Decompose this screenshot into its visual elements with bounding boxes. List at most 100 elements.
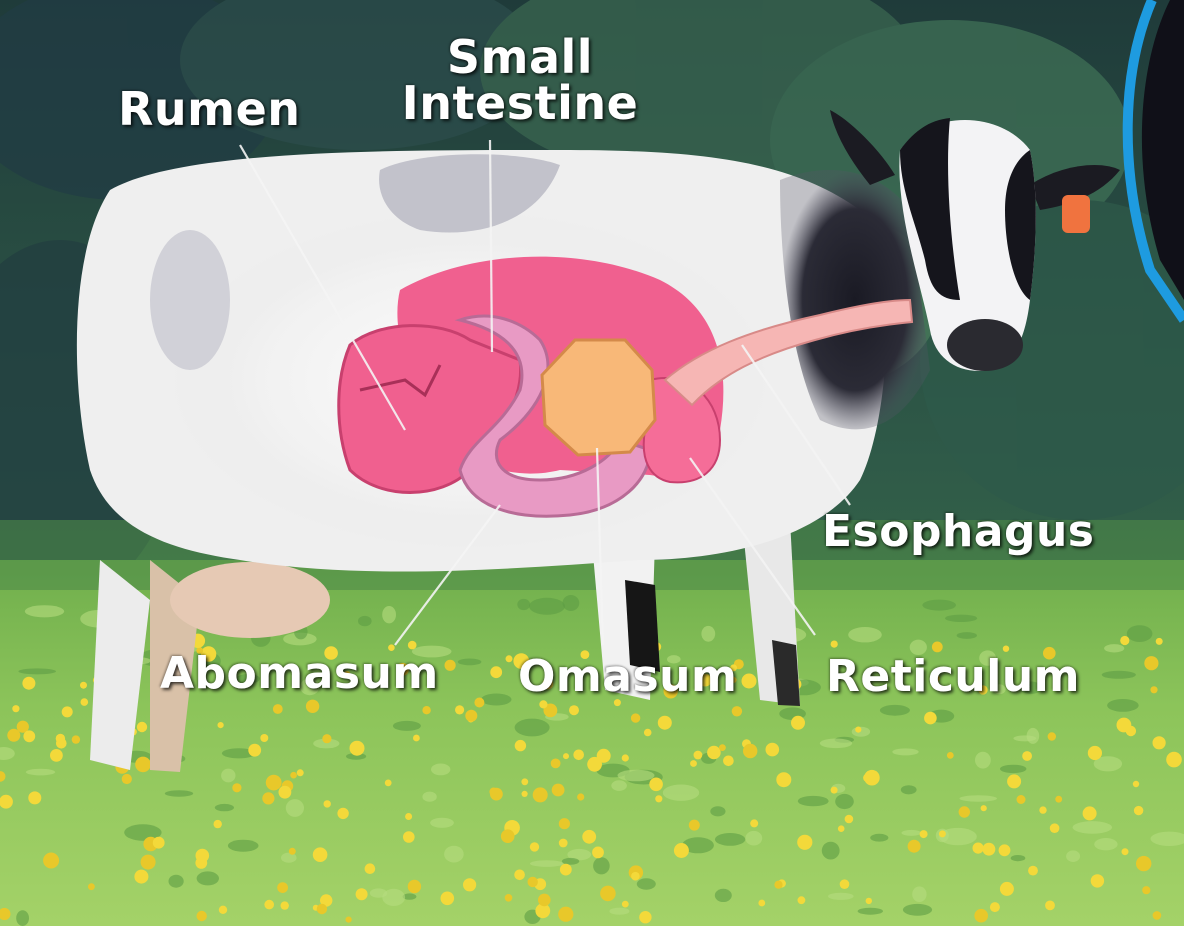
dandelion <box>266 775 282 791</box>
dandelion <box>1088 746 1102 760</box>
dandelion <box>592 847 604 859</box>
grass-tuft <box>515 719 550 737</box>
grass-tuft <box>430 818 454 828</box>
grass-tuft <box>165 790 193 796</box>
dandelion <box>346 917 352 923</box>
dandelion <box>1091 874 1104 887</box>
grass-tuft <box>563 595 580 611</box>
dandelion <box>88 883 95 890</box>
grass-tuft <box>1011 855 1026 861</box>
grass-tuft <box>358 616 372 626</box>
dandelion <box>582 830 596 844</box>
dandelion <box>920 830 928 838</box>
abomasum-label: Abomasum <box>160 652 439 696</box>
dandelion <box>959 806 970 817</box>
grass-tuft <box>663 785 699 801</box>
dandelion <box>1050 823 1060 833</box>
dandelion <box>277 882 288 893</box>
dandelion <box>463 878 476 891</box>
grass-tuft <box>959 795 997 801</box>
dandelion <box>674 843 689 858</box>
small-intestine-label-line2: Intestine <box>384 80 656 126</box>
grass-tuft <box>562 858 579 865</box>
dandelion <box>337 808 348 819</box>
dandelion <box>1156 638 1163 645</box>
dandelion <box>831 787 838 794</box>
dandelion <box>750 819 758 827</box>
grass-tuft <box>922 600 956 611</box>
dandelion <box>134 870 148 884</box>
cow-udder <box>170 562 330 638</box>
dandelion <box>707 746 721 760</box>
dandelion <box>947 752 954 759</box>
dandelion <box>50 749 63 762</box>
grass-tuft <box>975 752 991 769</box>
dandelion <box>689 820 700 831</box>
dandelion <box>1120 636 1129 645</box>
dandelion <box>1166 752 1182 768</box>
dandelion <box>445 660 456 671</box>
dandelion <box>939 830 946 837</box>
dandelion <box>622 901 629 908</box>
grass-tuft <box>798 796 829 806</box>
grass-tuft <box>1107 699 1139 712</box>
dandelion <box>7 729 20 742</box>
grass-tuft <box>221 769 235 783</box>
grass-tuft <box>611 780 627 791</box>
dandelion <box>981 805 987 811</box>
dandelion <box>999 844 1011 856</box>
dandelion <box>197 911 207 921</box>
grass-tuft <box>228 840 259 852</box>
dandelion <box>983 843 996 856</box>
dandelion <box>1028 866 1038 876</box>
rumen-label: Rumen <box>118 86 301 132</box>
dandelion <box>1122 848 1129 855</box>
grass-tuft <box>481 694 511 706</box>
omasum-label: Omasum <box>518 655 737 699</box>
dandelion <box>798 896 806 904</box>
grass-tuft <box>444 846 464 863</box>
dandelion <box>317 904 327 914</box>
dandelion <box>1039 806 1046 813</box>
dandelion <box>403 831 415 843</box>
dandelion <box>742 674 757 689</box>
grass-tuft <box>593 857 610 874</box>
dandelion <box>560 864 572 876</box>
esophagus-label: Esophagus <box>822 510 1095 554</box>
dandelion <box>719 744 726 751</box>
dandelion <box>1133 781 1139 787</box>
dandelion <box>551 759 561 769</box>
grass-tuft <box>945 615 977 622</box>
dandelion <box>422 706 430 714</box>
dandelion <box>732 706 742 716</box>
grass-tuft <box>431 764 450 776</box>
dandelion <box>1045 901 1055 911</box>
small-intestine-label: Small Intestine <box>384 34 656 126</box>
dandelion <box>62 706 73 717</box>
dandelion <box>22 677 35 690</box>
dandelion <box>1144 656 1158 670</box>
ear-tag <box>1062 195 1090 233</box>
dandelion <box>597 749 611 763</box>
dandelion <box>322 734 331 743</box>
dandelion <box>569 705 579 715</box>
dandelion <box>573 750 584 761</box>
grass-tuft <box>609 908 629 915</box>
dandelion <box>864 770 880 786</box>
grass-tuft <box>912 886 926 902</box>
dandelion <box>356 888 368 900</box>
grass-tuft <box>215 804 234 811</box>
dandelion <box>1117 718 1132 733</box>
dandelion <box>350 741 365 756</box>
dandelion <box>28 791 41 804</box>
dandelion <box>514 870 525 881</box>
dandelion <box>408 880 421 893</box>
dandelion <box>81 698 89 706</box>
dandelion <box>43 853 59 869</box>
dandelion <box>1017 795 1026 804</box>
dandelion <box>774 881 782 889</box>
dandelion <box>248 744 261 757</box>
dandelion <box>153 837 165 849</box>
grass-tuft <box>710 806 725 816</box>
